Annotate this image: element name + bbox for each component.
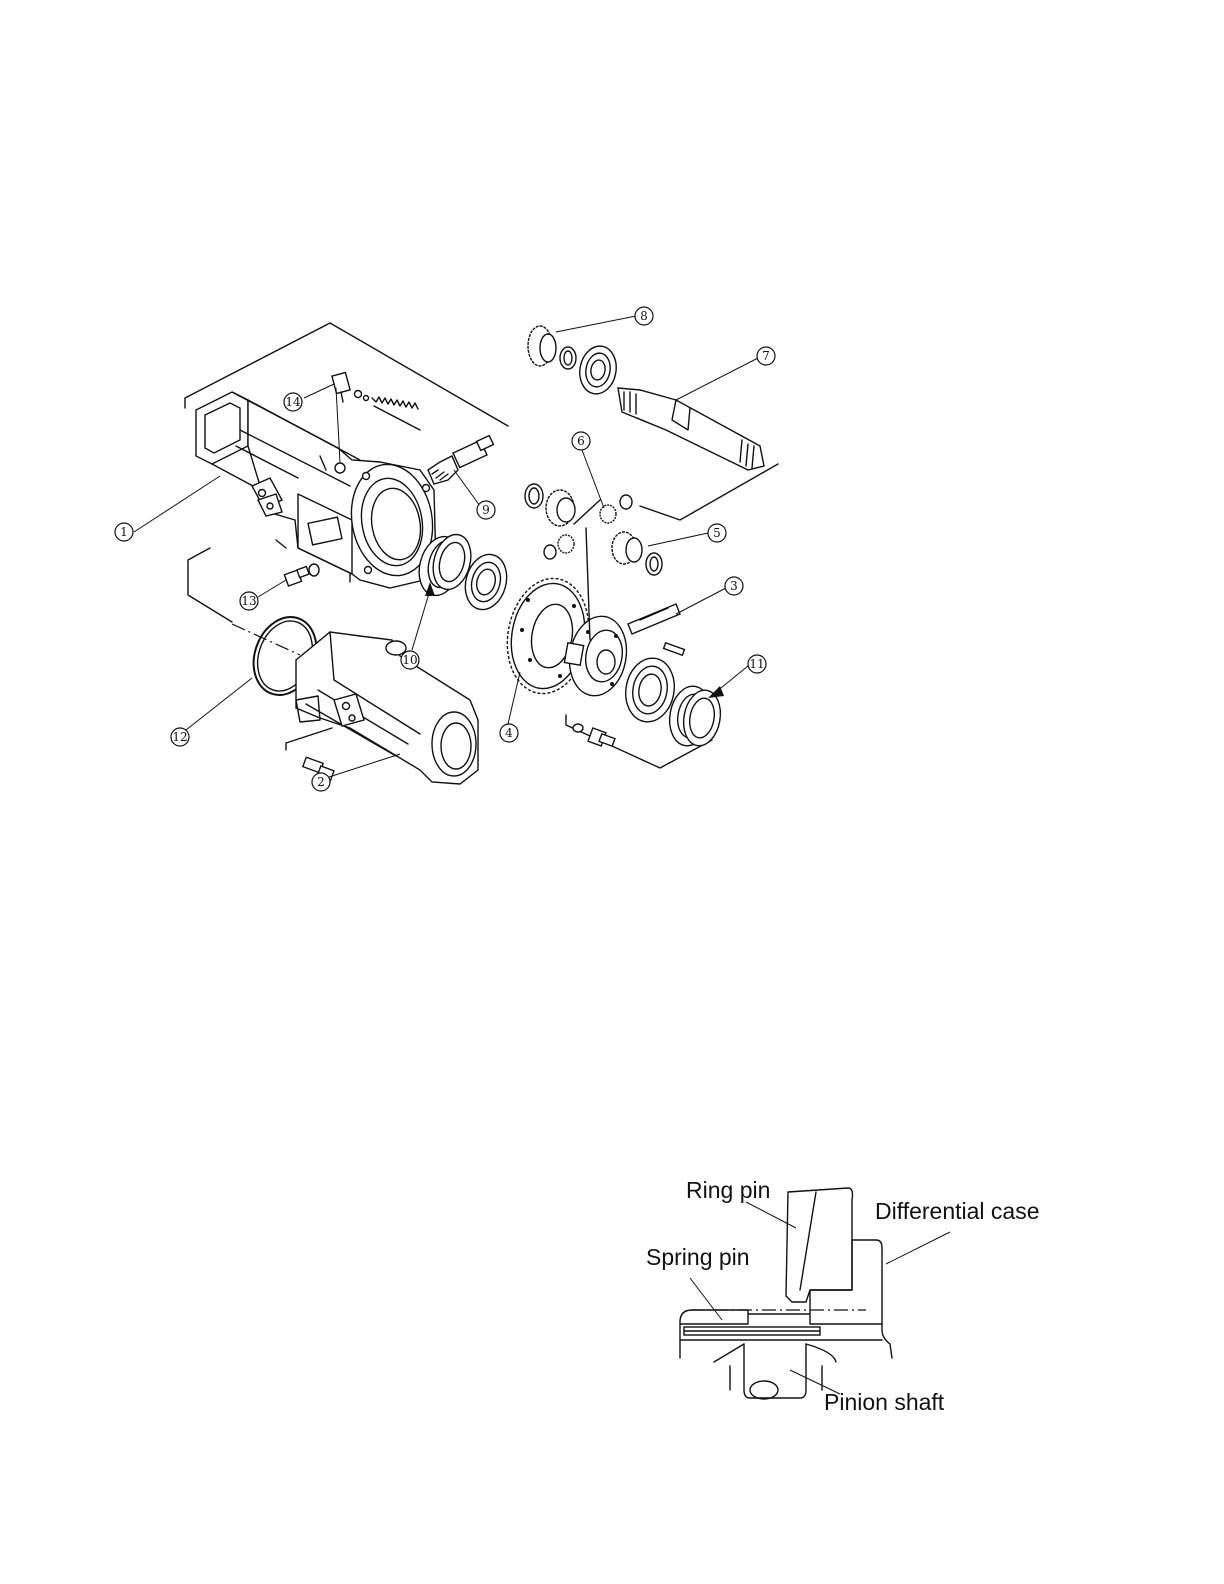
svg-text:4: 4 bbox=[505, 726, 513, 740]
detail-view: Ring pin Differential case Spring pin Pi… bbox=[646, 1177, 1040, 1415]
callout-4: 4 bbox=[500, 724, 518, 742]
callout-10: 10 bbox=[401, 651, 419, 669]
bolt-13 bbox=[284, 564, 319, 586]
breather-fitting bbox=[332, 372, 420, 430]
label-pinion-shaft: Pinion shaft bbox=[824, 1389, 945, 1415]
callout-13: 13 bbox=[240, 592, 258, 610]
axle-shaft bbox=[618, 388, 764, 470]
callout-6: 6 bbox=[572, 432, 590, 450]
side-gear-and-bearing bbox=[528, 326, 620, 397]
svg-text:2: 2 bbox=[317, 775, 325, 789]
svg-text:8: 8 bbox=[640, 309, 648, 323]
callout-8: 8 bbox=[635, 307, 653, 325]
svg-text:11: 11 bbox=[749, 657, 764, 671]
bearing-and-seal-11 bbox=[621, 654, 725, 749]
callout-1: 1 bbox=[115, 523, 133, 541]
pinion-gear-shaft bbox=[428, 436, 493, 484]
svg-text:3: 3 bbox=[730, 579, 738, 593]
callout-11: 11 bbox=[748, 655, 766, 673]
svg-text:12: 12 bbox=[172, 730, 187, 744]
label-ring-pin: Ring pin bbox=[686, 1177, 770, 1203]
svg-text:6: 6 bbox=[577, 434, 585, 448]
svg-text:9: 9 bbox=[482, 503, 490, 517]
callout-9: 9 bbox=[477, 501, 495, 519]
callout-2: 2 bbox=[312, 773, 330, 791]
callout-5: 5 bbox=[708, 524, 726, 542]
callout-7: 7 bbox=[757, 347, 775, 365]
ring-pin bbox=[786, 1188, 853, 1302]
svg-text:1: 1 bbox=[120, 525, 128, 539]
svg-text:10: 10 bbox=[402, 653, 417, 667]
svg-text:14: 14 bbox=[285, 395, 301, 409]
label-differential-case: Differential case bbox=[875, 1198, 1040, 1224]
callout-3: 3 bbox=[725, 577, 743, 595]
svg-text:7: 7 bbox=[762, 349, 770, 363]
callout-12: 12 bbox=[171, 728, 189, 746]
callout-14: 14 bbox=[284, 393, 302, 411]
svg-text:5: 5 bbox=[713, 526, 721, 540]
pinion-shaft bbox=[744, 1344, 806, 1398]
axle-housing-lower bbox=[296, 632, 478, 784]
spring-pin-slot bbox=[680, 1314, 748, 1324]
exploded-view: 1 2 3 4 5 6 7 8 9 10 11 12 13 14 bbox=[115, 307, 778, 791]
bolt-differential bbox=[573, 724, 615, 746]
label-spring-pin: Spring pin bbox=[646, 1244, 750, 1270]
svg-text:13: 13 bbox=[241, 594, 256, 608]
